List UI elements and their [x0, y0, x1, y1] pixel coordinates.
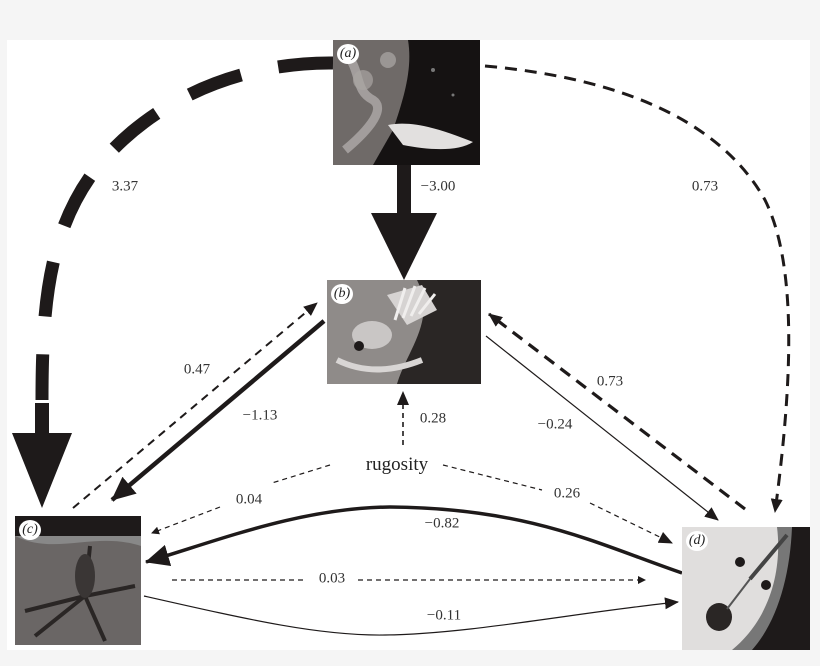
node-b-photo: (b): [327, 280, 481, 384]
edge-d-to-c: [145, 505, 683, 575]
edge-label-a-to-b: −3.00: [420, 178, 456, 195]
edge-label-b-to-d: −0.24: [537, 416, 573, 433]
edge-b-to-c: [110, 319, 326, 502]
edge-label-c-to-d-dashed: 0.03: [318, 570, 346, 587]
node-a-badge: (a): [337, 44, 359, 64]
node-d-photo: (d): [682, 527, 810, 650]
edge-label-d-to-b: 0.73: [596, 373, 624, 390]
node-c-badge: (c): [19, 520, 41, 540]
edge-label-c-to-d-solid: −0.11: [426, 607, 462, 624]
edge-a-to-c: [12, 56, 334, 508]
node-b-badge: (b): [331, 284, 353, 304]
edge-label-d-to-c: −0.82: [424, 515, 460, 532]
node-a-photo: (a): [333, 40, 480, 165]
edge-c-to-b: [72, 302, 318, 509]
edge-rugosity-to-d: [442, 464, 673, 544]
diagram-panel: (a) (b): [7, 40, 810, 650]
edge-label-a-to-c: 3.37: [111, 178, 139, 195]
edge-label-rugosity-to-d: 0.26: [553, 485, 581, 502]
edge-b-to-d: [485, 335, 719, 521]
node-c-photo: (c): [15, 516, 141, 645]
edge-a-to-b: [371, 165, 437, 280]
edge-label-a-to-d: 0.73: [691, 178, 719, 195]
edge-d-to-b: [488, 312, 746, 511]
path-diagram-arrows: [12, 56, 791, 636]
edge-c-to-d-solid: [143, 595, 679, 636]
edge-label-b-to-c: −1.13: [242, 407, 278, 424]
edge-label-rugosity-to-c: 0.04: [235, 491, 263, 508]
edge-label-c-to-b: 0.47: [183, 361, 211, 378]
edge-rugosity-to-c: [151, 464, 331, 535]
node-d-badge: (d): [686, 531, 708, 551]
rugosity-node: rugosity: [365, 454, 429, 475]
edge-label-rugosity-to-b: 0.28: [419, 410, 447, 427]
edge-a-to-d: [484, 64, 791, 513]
